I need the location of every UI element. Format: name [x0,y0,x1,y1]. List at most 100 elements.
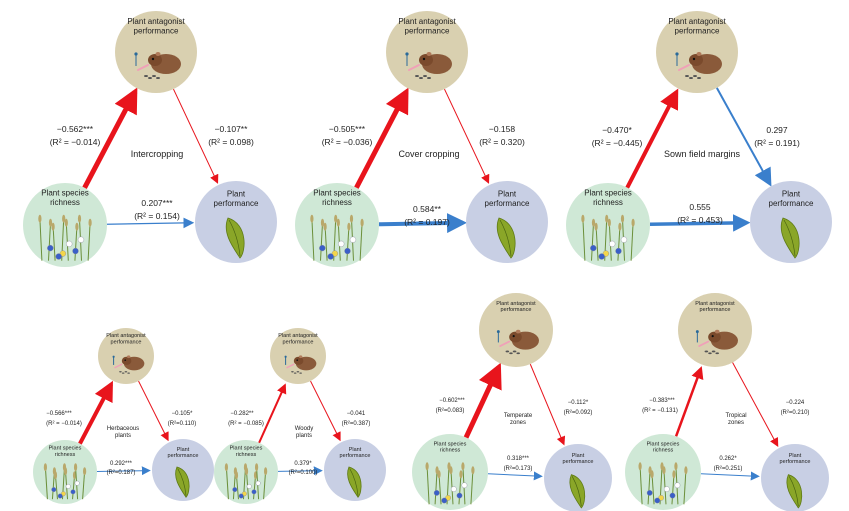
node-plant-performance [544,444,612,511]
leaf-icon [569,474,586,509]
wheat-ear-icon [605,214,609,223]
pellet-icon [296,371,300,373]
richness-label: richness [593,198,623,207]
flower-icon [461,482,468,489]
flower-icon [55,253,62,260]
antagonist-label: performance [283,339,314,345]
rodent-eye [296,359,299,361]
performance-label: performance [769,199,814,208]
flower-icon [51,487,57,493]
coef-bottom: 0.555 [689,202,711,212]
worm-icon [286,363,295,369]
grass-stem [82,471,86,500]
probe-tip-icon [405,52,409,56]
r2-left: (R² = −0.014) [46,421,82,427]
node-plant-antagonist-performance [479,293,553,367]
wheat-ear-icon [310,214,314,223]
coef-bottom: 0.318*** [507,456,530,462]
pellet-icon [291,371,294,373]
wheat-ear-icon [425,462,429,471]
pellet-icon [299,372,303,374]
antagonist-label: performance [700,307,731,313]
flower-icon [344,247,351,255]
leaf-vein [788,476,799,507]
rodent-ear [126,355,131,359]
grass-stem [48,222,51,261]
r2-left: (R² = −0.085) [228,421,264,427]
antagonist-label: performance [501,307,532,313]
coef-left: −0.505*** [329,124,366,134]
wheat-ear-icon [360,218,364,227]
r2-right: (R² = 0.098) [208,137,254,147]
probe-tip-icon [695,330,699,334]
pellet-icon [156,77,160,79]
richness-label: Plant species [49,446,82,452]
wheat-ear-icon [607,218,611,227]
pellet-icon [715,352,719,355]
arrow-antagonist-to-performance [444,88,490,184]
performance-label: Plant [227,190,246,199]
wheat-ear-icon [437,470,441,479]
wheat-ear-icon [674,462,678,471]
pellet-icon [516,352,520,355]
rodent-eye [151,57,155,61]
pellet-icon [121,372,125,374]
grass-stem [438,474,442,505]
coef-right: −0.041 [347,411,366,417]
pellet-icon [423,75,427,77]
leaf-icon [496,217,516,259]
rodent-head [293,356,304,365]
probe-tip-icon [134,52,138,56]
pellet-icon [711,350,716,353]
performance-label: Plant [789,453,802,459]
grass-stem [582,218,586,261]
arrow-richness-to-performance [378,213,468,234]
performance-label: Plant [177,447,190,453]
pellet-icon [697,77,701,79]
leaf-vein [499,219,512,257]
wheat-ear-icon [234,471,239,480]
pellet-icon [152,75,156,77]
r2-bottom: (R²=0.251) [714,466,743,472]
leaf-icon [225,217,245,259]
richness-label: Plant species [230,446,263,452]
wheat-ear-icon [83,467,87,476]
worm-icon [408,64,420,71]
grass-stem [359,222,363,261]
wheat-ear-icon [591,218,596,227]
flower-icon [319,244,326,252]
flower-icon [57,493,63,499]
pellet-icon [124,371,128,373]
wheat-ear-icon [631,218,635,227]
grass-stem [44,467,48,500]
wheat-ear-icon [461,462,465,471]
performance-label: performance [780,459,811,465]
wheat-ear-icon [53,471,58,480]
wheat-ear-icon [43,463,48,472]
pellet-icon [708,352,712,355]
wheat-ear-icon [620,214,625,223]
leaf-vein [783,219,796,257]
arrow-richness-to-performance [487,471,543,481]
flower-icon [232,487,238,493]
panel-title: Woody [295,426,314,432]
antagonist-label: Plant antagonist [398,17,456,26]
wheat-ear-icon [38,214,42,223]
richness-label: richness [653,448,674,454]
wheat-ear-icon [254,463,259,472]
rodent-ear [696,52,702,56]
rodent-eye [512,335,515,338]
wheat-ear-icon [650,470,654,479]
leaf-vein [177,468,187,496]
coef-right: −0.107** [215,124,249,134]
probe-tip-icon [496,330,500,334]
worm-icon [678,64,690,71]
node-plant-performance [761,444,829,511]
panel-title: plants [115,433,131,439]
wheat-ear-icon [73,463,78,472]
